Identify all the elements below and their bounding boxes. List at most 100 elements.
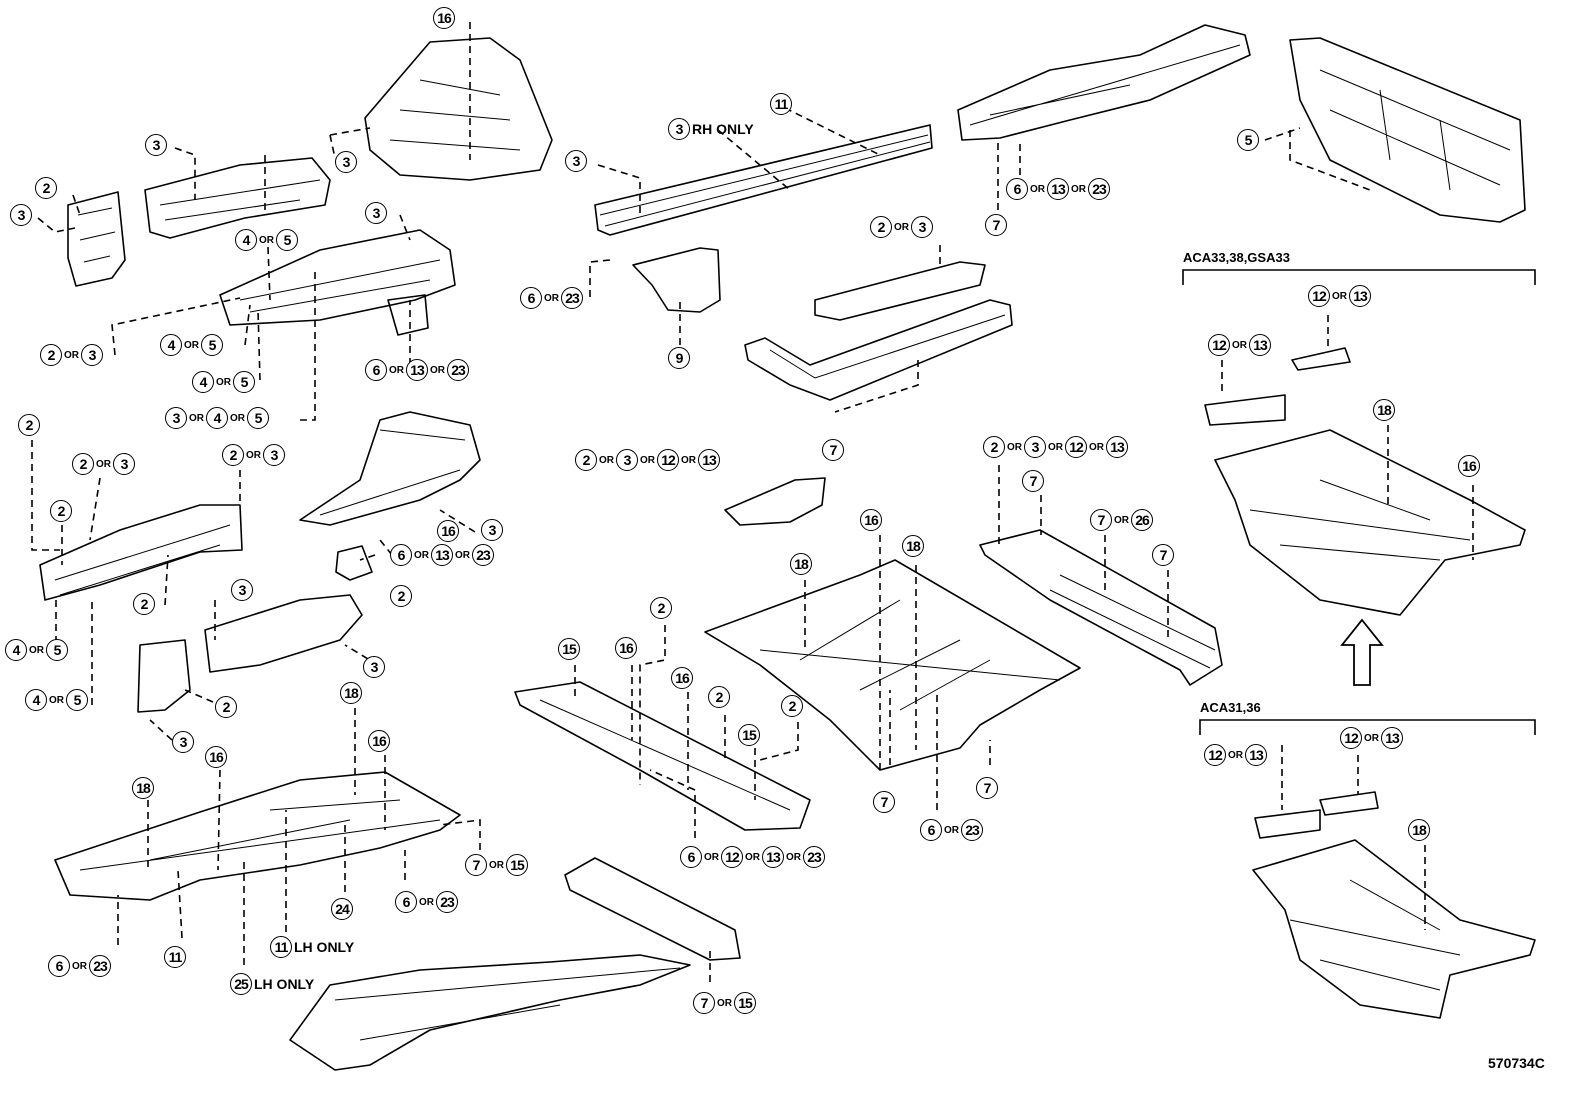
callout: 18: [902, 535, 924, 557]
part-number-badge: 15: [734, 992, 756, 1014]
callout: 2: [390, 585, 412, 607]
part-number-badge: 23: [447, 359, 469, 381]
part-number-badge: 3: [81, 344, 103, 366]
part-number-badge: 5: [233, 371, 255, 393]
part-number-badge: 5: [66, 689, 88, 711]
part-dash-panel-rear: [1289, 37, 1526, 223]
or-separator: OR: [419, 896, 434, 908]
callout: 15: [558, 638, 580, 660]
part-number-badge: 11: [770, 93, 792, 115]
part-number-badge: 12: [1065, 436, 1087, 458]
part-number-badge: 6: [520, 287, 542, 309]
part-number-badge: 3: [365, 202, 387, 224]
part-center-floor-pan: [54, 771, 461, 901]
part-number-badge: 13: [1047, 178, 1069, 200]
or-separator: OR: [246, 449, 261, 461]
part-number-badge: 7: [465, 854, 487, 876]
callout: 3: [335, 151, 357, 173]
or-separator: OR: [786, 851, 801, 863]
callout: 11: [164, 946, 186, 968]
part-number-badge: 2: [870, 216, 892, 238]
part-number-badge: 5: [201, 334, 223, 356]
part-number-badge: 7: [976, 777, 998, 799]
part-number-badge: 2: [215, 696, 237, 718]
or-separator: OR: [1232, 339, 1247, 351]
part-number-badge: 3: [668, 118, 690, 140]
part-number-badge: 2: [18, 414, 40, 436]
or-separator: OR: [704, 851, 719, 863]
part-number-badge: 2: [390, 585, 412, 607]
part-number-badge: 7: [1152, 544, 1174, 566]
callout: 3: [363, 656, 385, 678]
part-number-badge: 2: [983, 436, 1005, 458]
or-separator: OR: [216, 376, 231, 388]
part-number-badge: 6: [48, 955, 70, 977]
part-number-badge: 16: [860, 509, 882, 531]
or-separator: OR: [640, 454, 655, 466]
callout: 16: [437, 520, 459, 542]
part-small-bracket-cowl: [335, 545, 373, 581]
callout: 2: [215, 696, 237, 718]
part-front-member-lower: [39, 504, 243, 601]
part-number-badge: 3: [10, 204, 32, 226]
part-number-badge: 13: [1245, 744, 1267, 766]
callout: 2: [35, 177, 57, 199]
part-number-badge: 2: [222, 444, 244, 466]
callout-note: LH ONLY: [254, 976, 315, 992]
part-number-badge: 16: [433, 7, 455, 29]
callout: 16: [368, 730, 390, 752]
part-rear-floor-aca31: [1252, 839, 1536, 1019]
part-bracket-9: [632, 247, 721, 313]
or-separator: OR: [1089, 441, 1104, 453]
part-number-badge: 18: [902, 535, 924, 557]
up-arrow-icon: [1340, 618, 1384, 686]
part-floor-crossmember: [514, 681, 811, 831]
or-separator: OR: [1071, 183, 1086, 195]
part-number-badge: 13: [1249, 334, 1271, 356]
callout: 16: [433, 7, 455, 29]
callout: 3: [231, 579, 253, 601]
or-separator: OR: [29, 644, 44, 656]
part-number-badge: 26: [1131, 509, 1153, 531]
part-number-badge: 16: [671, 667, 693, 689]
callout: 3: [565, 150, 587, 172]
group-label-aca33: ACA33,38,GSA33: [1183, 250, 1290, 265]
part-cowl-side: [299, 411, 481, 526]
part-sill-inner: [744, 299, 1013, 401]
part-number-badge: 23: [561, 287, 583, 309]
part-number-badge: 16: [437, 520, 459, 542]
part-number-badge: 2: [650, 597, 672, 619]
or-separator: OR: [1364, 732, 1379, 744]
part-number-badge: 12: [1204, 744, 1226, 766]
part-number-badge: 2: [35, 177, 57, 199]
part-number-badge: 13: [406, 359, 428, 381]
part-number-badge: 3: [172, 731, 194, 753]
part-small-plate-b: [1204, 394, 1286, 426]
or-separator: OR: [745, 851, 760, 863]
part-number-badge: 23: [1088, 178, 1110, 200]
group-label-aca31: ACA31,36: [1200, 700, 1261, 715]
or-separator: OR: [599, 454, 614, 466]
or-separator: OR: [1048, 441, 1063, 453]
part-number-badge: 7: [693, 992, 715, 1014]
or-separator: OR: [96, 458, 111, 470]
part-number-badge: 23: [436, 891, 458, 913]
part-number-badge: 4: [235, 229, 257, 251]
or-separator: OR: [189, 412, 204, 424]
or-separator: OR: [184, 339, 199, 351]
part-number-badge: 18: [1373, 399, 1395, 421]
